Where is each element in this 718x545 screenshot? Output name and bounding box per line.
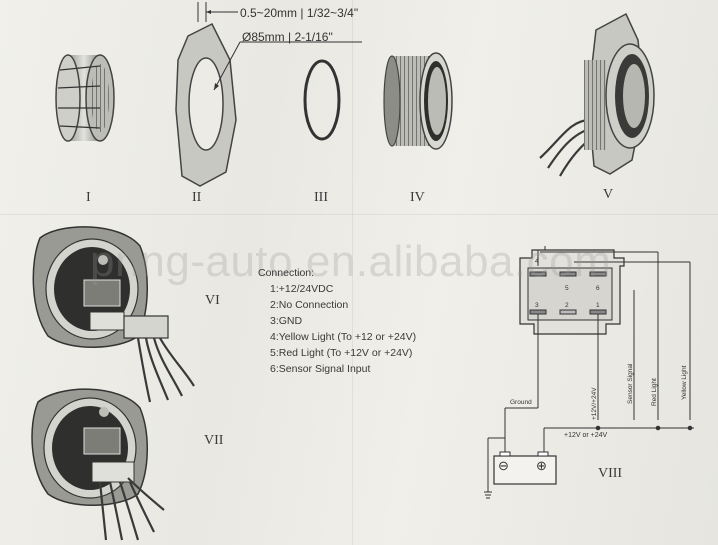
pin-label-2: 2 [565,302,569,309]
part-vi-gauge-with-connector [32,226,195,403]
part-iv-threaded-body [383,52,453,150]
thickness-dimension: 0.5~20mm | 1/32~3/4" [240,6,359,20]
label-part-v: V [603,187,614,202]
paper-fold-horizontal [0,214,718,215]
wire-label-bus: +12V or +24V [564,432,608,439]
part-vii-gauge-with-wires [31,388,165,541]
wire-label-yellow: Yellow Light [681,365,688,400]
label-part-vi: VI [205,293,220,308]
connection-item-4: 4:Yellow Light (To +12 or +24V) [270,331,417,343]
wire-label-sensor: Sensor Signal [627,363,634,404]
pin-label-3: 3 [535,302,539,309]
label-part-iii: III [314,190,328,205]
battery-positive-icon: ⊕ [536,458,547,473]
part-viii-wiring-schematic [484,246,694,499]
connection-item-5: 5:Red Light (To +12V or +24V) [270,347,413,359]
connection-item-1: 1:+12/24VDC [270,283,334,295]
pin-label-4: 4 [535,258,539,265]
label-part-vii: VII [204,433,224,448]
label-part-ii: II [192,190,202,205]
part-i-nut [55,54,115,142]
label-part-viii: VIII [598,466,623,481]
connection-item-2: 2:No Connection [270,299,349,311]
wire-label-supply: +12V/+24V [591,387,598,420]
part-ii-mounting-plate [175,2,362,187]
connection-item-3: 3:GND [270,315,303,327]
part-iii-o-ring [303,59,341,141]
watermark: pring-auto.en.alibaba.com [90,237,612,286]
connection-item-6: 6:Sensor Signal Input [270,363,371,375]
hole-dimension: Ø85mm | 2-1/16" [242,30,333,44]
pin-label-5: 5 [565,285,569,292]
label-part-iv: IV [410,190,425,205]
label-part-i: I [86,190,91,205]
pin-label-1: 1 [596,302,600,309]
connection-title: Connection: [258,267,315,279]
wire-label-ground: Ground [510,399,532,406]
part-v-assembled-gauge [539,12,655,177]
paper-fold-vertical [352,0,353,545]
pin-label-6: 6 [596,285,600,292]
wire-label-red: Red Light [651,378,658,406]
battery-negative-icon: ⊖ [498,458,509,473]
